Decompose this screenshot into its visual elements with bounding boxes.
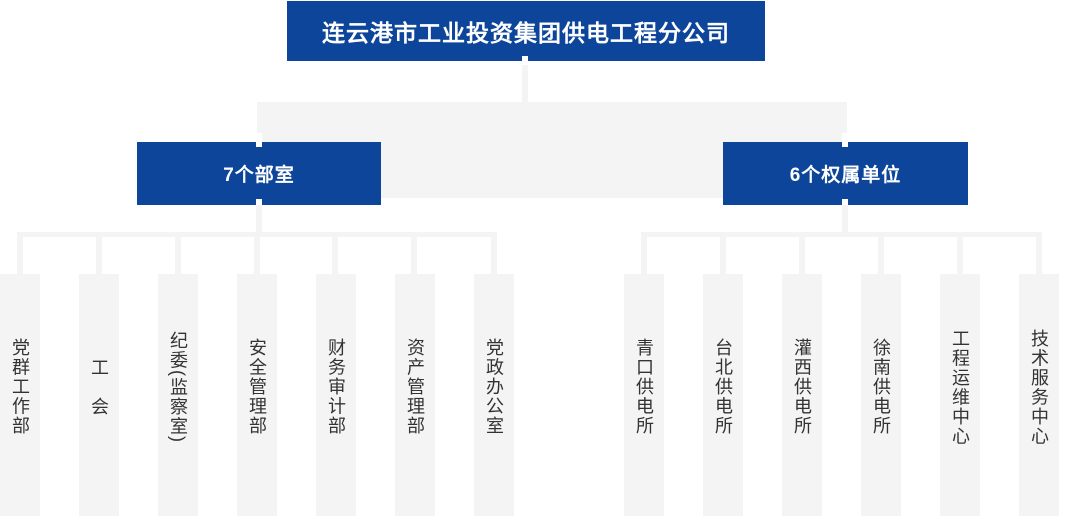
connector-departments-top-nub [256, 133, 262, 147]
dept-label: 党政办公室 [484, 338, 504, 436]
connector-departments-bottom-nub [256, 199, 262, 205]
org-root-node: 连云港市工业投资集团供电工程分公司 [287, 1, 765, 61]
group-node-subsidiaries: 6个权属单位 [723, 142, 968, 205]
dept-column-dangzheng: 党政办公室 [474, 274, 514, 516]
unit-label: 青口供电所 [634, 338, 654, 436]
unit-column-xunan: 徐南供电所 [861, 274, 901, 516]
dept-column-jiwei: 纪委(监察室) [158, 274, 198, 516]
dept-label: 党群工作部 [10, 338, 30, 436]
connector-drop [957, 236, 963, 274]
connector-drop [411, 236, 417, 274]
connector-drop [17, 236, 23, 274]
connector-drop [254, 236, 260, 274]
unit-label: 徐南供电所 [871, 338, 891, 436]
dept-label: 财务审计部 [326, 338, 346, 436]
dept-column-anquan: 安全管理部 [237, 274, 277, 516]
dept-label: 工 会 [89, 357, 109, 417]
connector-subsidiaries-rail [641, 232, 1042, 237]
connector-drop [332, 236, 338, 274]
connector-drop [878, 236, 884, 274]
connector-drop [491, 236, 497, 274]
dept-column-caiwu: 财务审计部 [316, 274, 356, 516]
connector-subsidiaries-drop [842, 205, 848, 233]
group-departments-label: 7个部室 [223, 165, 295, 186]
connector-drop [720, 236, 726, 274]
connector-drop [799, 236, 805, 274]
dept-column-gonghui: 工 会 [79, 274, 119, 516]
group-subsidiaries-label: 6个权属单位 [789, 165, 902, 186]
connector-drop [175, 236, 181, 274]
unit-label: 工程运维中心 [950, 328, 970, 446]
unit-column-qingkou: 青口供电所 [624, 274, 664, 516]
unit-label: 台北供电所 [713, 338, 733, 436]
dept-column-dangqun: 党群工作部 [0, 274, 40, 516]
group-node-departments: 7个部室 [137, 142, 381, 205]
unit-column-taibei: 台北供电所 [703, 274, 743, 516]
connector-departments-rail [17, 232, 497, 237]
connector-drop [1036, 236, 1042, 274]
dept-label: 纪委(监察室) [168, 330, 188, 444]
org-root-label: 连云港市工业投资集团供电工程分公司 [322, 20, 730, 46]
connector-root-drop [522, 64, 528, 103]
connector-drop [641, 236, 647, 274]
unit-column-jishu: 技术服务中心 [1019, 274, 1059, 516]
unit-column-gongcheng: 工程运维中心 [940, 274, 980, 516]
dept-label: 安全管理部 [247, 338, 267, 436]
connector-subsidiaries-bottom-nub [842, 199, 848, 205]
connector-departments-drop [256, 205, 262, 233]
unit-label: 灌西供电所 [792, 338, 812, 436]
dept-column-zichan: 资产管理部 [395, 274, 435, 516]
dept-label: 资产管理部 [405, 338, 425, 436]
connector-root-nub [522, 56, 528, 65]
connector-subsidiaries-top-nub [842, 133, 848, 147]
connector-drop [96, 236, 102, 274]
unit-label: 技术服务中心 [1029, 328, 1049, 446]
unit-column-guanxi: 灌西供电所 [782, 274, 822, 516]
